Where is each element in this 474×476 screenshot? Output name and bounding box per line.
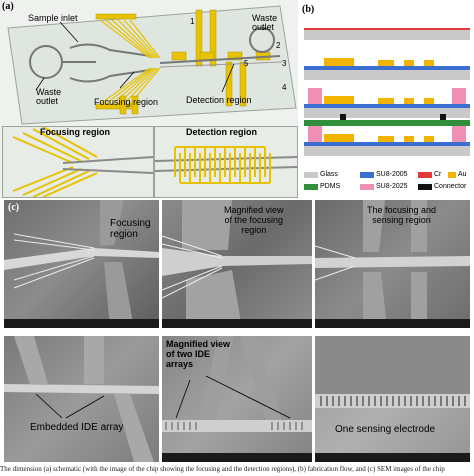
sem-5-shapes xyxy=(162,336,312,432)
label-num-2: 2 xyxy=(276,41,281,50)
sem-4-label: Embedded IDE array xyxy=(30,422,124,433)
chip-schematic xyxy=(7,5,297,125)
sem-2-label: Magnified view of the focusing region xyxy=(224,205,284,235)
label-focusing-region: Focusing region xyxy=(94,97,159,107)
label-num-5: 5 xyxy=(244,59,249,68)
legend-label-pdms: PDMS xyxy=(320,183,341,190)
sem-image-one-sensing-electrode: One sensing electrode xyxy=(315,336,470,462)
legend-label-cr: Cr xyxy=(434,171,442,178)
sem-1-label: Focusing region xyxy=(110,218,151,240)
sem-3-databar xyxy=(315,319,470,328)
label-num-4: 4 xyxy=(282,83,287,92)
sem-1-shapes xyxy=(4,200,159,328)
legend-swatch-glass xyxy=(304,172,318,178)
panel-c-letter: (c) xyxy=(8,202,20,213)
sem-image-embedded-ide-array: Embedded IDE array xyxy=(4,336,159,462)
inset-focusing-label: Focusing region xyxy=(40,127,111,137)
sem-1-databar xyxy=(4,319,159,328)
legend-swatch-su8-2025 xyxy=(360,184,374,190)
label-waste-outlet-right: Waste outlet xyxy=(252,13,278,32)
legend-swatch-au xyxy=(448,172,456,178)
sem-6-shapes xyxy=(315,336,470,408)
label-waste-outlet-left: Waste outlet xyxy=(36,87,62,106)
figure-caption: The dimension (a) schematic (with the im… xyxy=(0,465,445,473)
legend-label-au: Au xyxy=(458,171,467,178)
inset-focusing xyxy=(2,126,154,198)
label-detection-region: Detection region xyxy=(186,95,252,105)
legend-label-su8-2025: SU8-2025 xyxy=(376,183,408,190)
sem-3-shapes xyxy=(315,200,470,328)
label-num-3: 3 xyxy=(282,59,287,68)
panel-b: (b) Glass SU8-2005 Cr xyxy=(300,0,474,198)
sem-image-focusing-sensing: The focusing and sensing region xyxy=(315,200,470,328)
sem-2-shapes xyxy=(162,200,312,328)
sem-image-magnified-focusing: Magnified view of the focusing region xyxy=(162,200,312,328)
legend-label-connector: Connector xyxy=(434,183,467,190)
legend-swatch-su8-2005 xyxy=(360,172,374,178)
sem-2-databar xyxy=(162,319,312,328)
sem-6-label: One sensing electrode xyxy=(335,424,436,435)
legend-label-su8-2005: SU8-2005 xyxy=(376,171,408,178)
legend-swatch-pdms xyxy=(304,184,318,190)
sem-3-label: The focusing and sensing region xyxy=(367,205,437,225)
inset-focusing-drawing xyxy=(12,127,153,197)
legend-swatch-cr xyxy=(418,172,432,178)
sem-5-databar xyxy=(162,453,312,462)
panel-b-letter: (b) xyxy=(302,4,315,15)
inset-detection-drawing xyxy=(155,146,297,184)
label-num-1: 1 xyxy=(190,17,195,26)
panel-a: (a) Sample inlet Waste outlet Focusing r… xyxy=(0,0,298,198)
inset-detection xyxy=(154,126,298,198)
sem-image-focusing-region: Focusing region xyxy=(4,200,159,328)
inset-detection-label: Detection region xyxy=(186,127,258,137)
sem-5-label: Magnified view of two IDE arrays xyxy=(166,339,231,369)
sem-image-magnified-ide-arrays: Magnified view of two IDE arrays xyxy=(162,336,312,462)
sem-6-databar xyxy=(315,453,470,462)
sem-4-shapes xyxy=(4,336,159,462)
legend-label-glass: Glass xyxy=(320,171,338,178)
fabrication-flow xyxy=(304,28,470,156)
panel-a-letter: (a) xyxy=(2,1,14,12)
legend-swatch-connector xyxy=(418,184,432,190)
label-sample-inlet: Sample inlet xyxy=(28,13,78,23)
